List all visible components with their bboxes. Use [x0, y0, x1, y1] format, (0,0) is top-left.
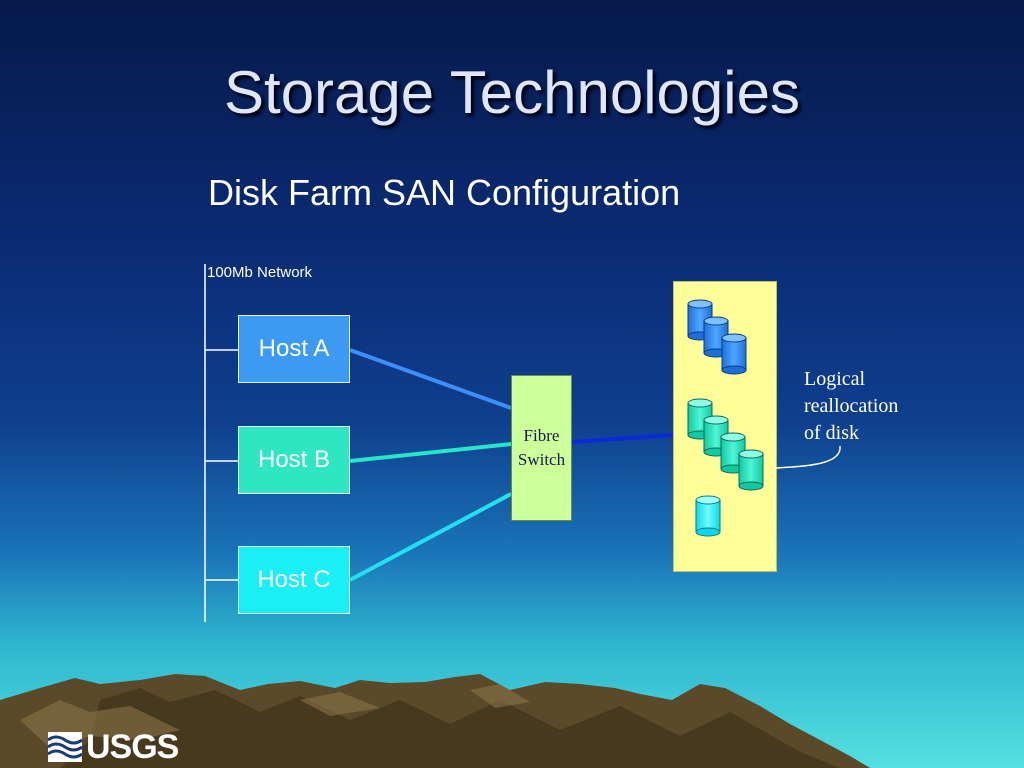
note-callout-line: [775, 445, 841, 469]
note-line-3: of disk: [804, 422, 859, 444]
usgs-logo: USGS: [48, 727, 179, 767]
network-label: 100Mb Network: [207, 264, 313, 281]
fibre-switch-label-line2: Switch: [517, 450, 566, 469]
fibre-link-host-b: [349, 442, 512, 463]
note-line-2: reallocation: [804, 395, 899, 417]
usgs-wave-icon: [48, 732, 82, 762]
fibre-uplink-disk-farm: [571, 433, 674, 444]
slide-title: Storage Technologies: [224, 59, 800, 126]
fibre-switch-box: Fibre Switch: [511, 375, 572, 521]
mountain-highlight: [20, 684, 530, 748]
usgs-logo-text: USGS: [86, 727, 179, 766]
host-a-box: Host A: [238, 315, 350, 383]
host-c-box: Host C: [238, 546, 350, 614]
disk-icon-cyan-1: [695, 495, 721, 537]
fibre-link-host-a: [349, 348, 512, 410]
host-b-label: Host B: [257, 446, 331, 473]
slide-subtitle: Disk Farm SAN Configuration: [208, 172, 681, 213]
fibre-switch-label-line1: Fibre: [523, 426, 560, 445]
host-a-label: Host A: [258, 335, 330, 362]
host-b-box: Host B: [238, 426, 350, 494]
host-c-label: Host C: [257, 566, 331, 593]
mountain-shadow: [60, 688, 840, 768]
disk-icon-green-4: [738, 449, 764, 491]
logical-reallocation-note: Logical reallocation of disk: [804, 366, 898, 447]
note-line-1: Logical: [804, 368, 866, 390]
fibre-link-host-c: [349, 492, 512, 582]
disk-icon-blue-3: [721, 333, 747, 375]
